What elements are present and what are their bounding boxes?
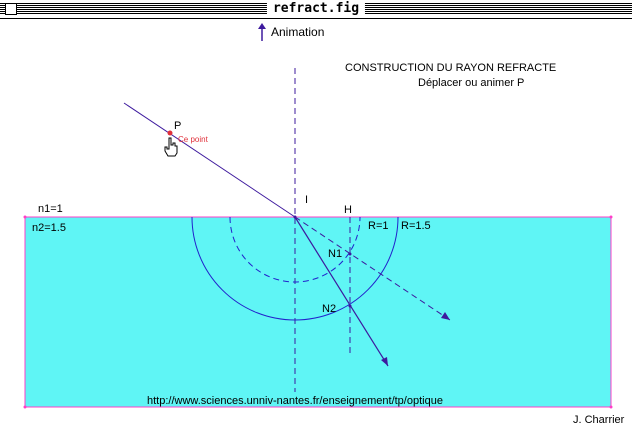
label-n2: n2=1.5	[32, 222, 66, 234]
medium-n2-area	[24, 216, 612, 408]
circle-r1-5	[191, 216, 399, 321]
point-p-marker[interactable]	[167, 130, 173, 136]
figure-title: CONSTRUCTION DU RAYON REFRACTE	[345, 62, 557, 74]
point-i-marker	[293, 215, 297, 219]
close-box-icon[interactable]	[5, 3, 17, 15]
point-n1-marker	[348, 252, 352, 256]
label-r1-5: R=1.5	[401, 220, 431, 232]
corner-point-bottom-left[interactable]	[23, 405, 27, 409]
circle-r1	[229, 216, 361, 283]
label-n1-point: N1	[328, 248, 343, 260]
animation-label: Animation	[271, 25, 325, 39]
footer-author: J. Charrier	[573, 414, 625, 426]
label-r1: R=1	[368, 220, 389, 232]
refracted-ray	[294, 216, 389, 367]
hand-pointer-icon	[164, 137, 178, 157]
footer-url: http://www.sciences.unniv-nantes.fr/ense…	[147, 395, 443, 407]
point-n2-marker	[348, 304, 352, 308]
figure-instruction: Déplacer ou animer P	[418, 77, 525, 89]
extension-arrowhead	[441, 312, 450, 320]
label-i: I	[305, 194, 309, 206]
label-p: P	[174, 120, 182, 132]
window-titlebar[interactable]: refract.fig	[0, 0, 632, 19]
refracted-arrowhead	[381, 357, 388, 366]
animation-button[interactable]: Animation	[258, 22, 324, 42]
up-arrow-icon	[258, 23, 266, 41]
label-n1: n1=1	[38, 203, 63, 215]
label-n2-point: N2	[322, 303, 337, 315]
label-ce-point: Ce point	[178, 135, 208, 144]
incident-ray-extension	[294, 216, 451, 321]
window-title: refract.fig	[266, 1, 366, 17]
corner-point-top-right[interactable]	[609, 215, 613, 219]
corner-point-top-left[interactable]	[23, 215, 27, 219]
label-h: H	[344, 204, 352, 216]
incident-ray	[123, 102, 296, 218]
corner-point-bottom-right[interactable]	[609, 405, 613, 409]
